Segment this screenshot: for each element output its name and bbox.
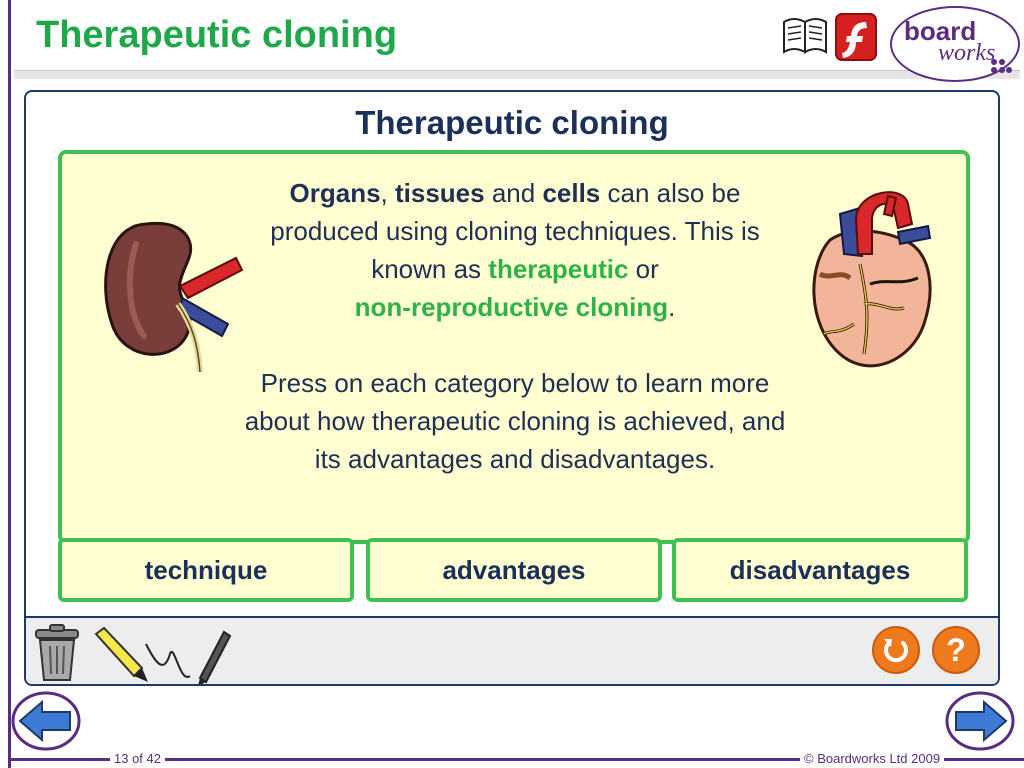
frame-left-border (8, 0, 11, 768)
heart-illustration (812, 191, 932, 368)
term-organs: Organs (289, 178, 381, 208)
tool-strip (26, 616, 998, 684)
term-therapeutic: therapeutic (488, 254, 629, 284)
trash-icon[interactable] (32, 624, 82, 684)
next-slide-button[interactable] (944, 690, 1016, 757)
intro-body: can also be produced using cloning techn… (270, 178, 760, 284)
arrow-left-icon (11, 691, 81, 751)
intro-text: Organs, tissues and cells can also be pr… (232, 174, 798, 326)
boardworks-logo: board works (890, 6, 1020, 82)
disadvantages-button[interactable]: disadvantages (672, 538, 968, 602)
frame-bottom-border (8, 758, 1024, 761)
intro-period: . (668, 292, 676, 322)
term-non-reproductive: non-reproductive cloning (354, 292, 669, 322)
logo-text-works: works (938, 40, 996, 66)
pen-icon[interactable] (144, 624, 234, 684)
term-cells: cells (542, 178, 601, 208)
header-divider (14, 70, 1020, 79)
highlighter-icon[interactable] (90, 624, 152, 684)
page-title: Therapeutic cloning (36, 14, 398, 56)
copyright-text: © Boardworks Ltd 2009 (800, 751, 945, 766)
slide-panel: Therapeutic cloning Organs, tissues and … (24, 90, 1000, 686)
help-button[interactable]: ? (932, 626, 980, 674)
reset-icon (884, 639, 908, 663)
term-tissues: tissues (395, 178, 485, 208)
flash-icon[interactable] (834, 12, 878, 67)
help-icon: ? (946, 631, 966, 668)
book-icon[interactable] (780, 12, 830, 67)
kidney-illustration (104, 221, 244, 373)
panel-title: Therapeutic cloning (355, 104, 669, 141)
advantages-button[interactable]: advantages (366, 538, 662, 602)
intro-comma: , (380, 178, 395, 208)
technique-button[interactable]: technique (58, 538, 354, 602)
arrow-right-icon (945, 691, 1015, 751)
reset-button[interactable] (872, 626, 920, 674)
previous-slide-button[interactable] (10, 690, 82, 757)
info-box: Organs, tissues and cells can also be pr… (58, 150, 970, 544)
logo-text-board: board (904, 16, 977, 46)
intro-and: and (484, 178, 543, 208)
page-counter: 13 of 42 (110, 751, 165, 766)
logo-dots-icon (991, 59, 1012, 73)
instructions-text: Press on each category below to learn mo… (244, 368, 786, 474)
header-toolbar (780, 12, 878, 67)
intro-or: or (628, 254, 659, 284)
